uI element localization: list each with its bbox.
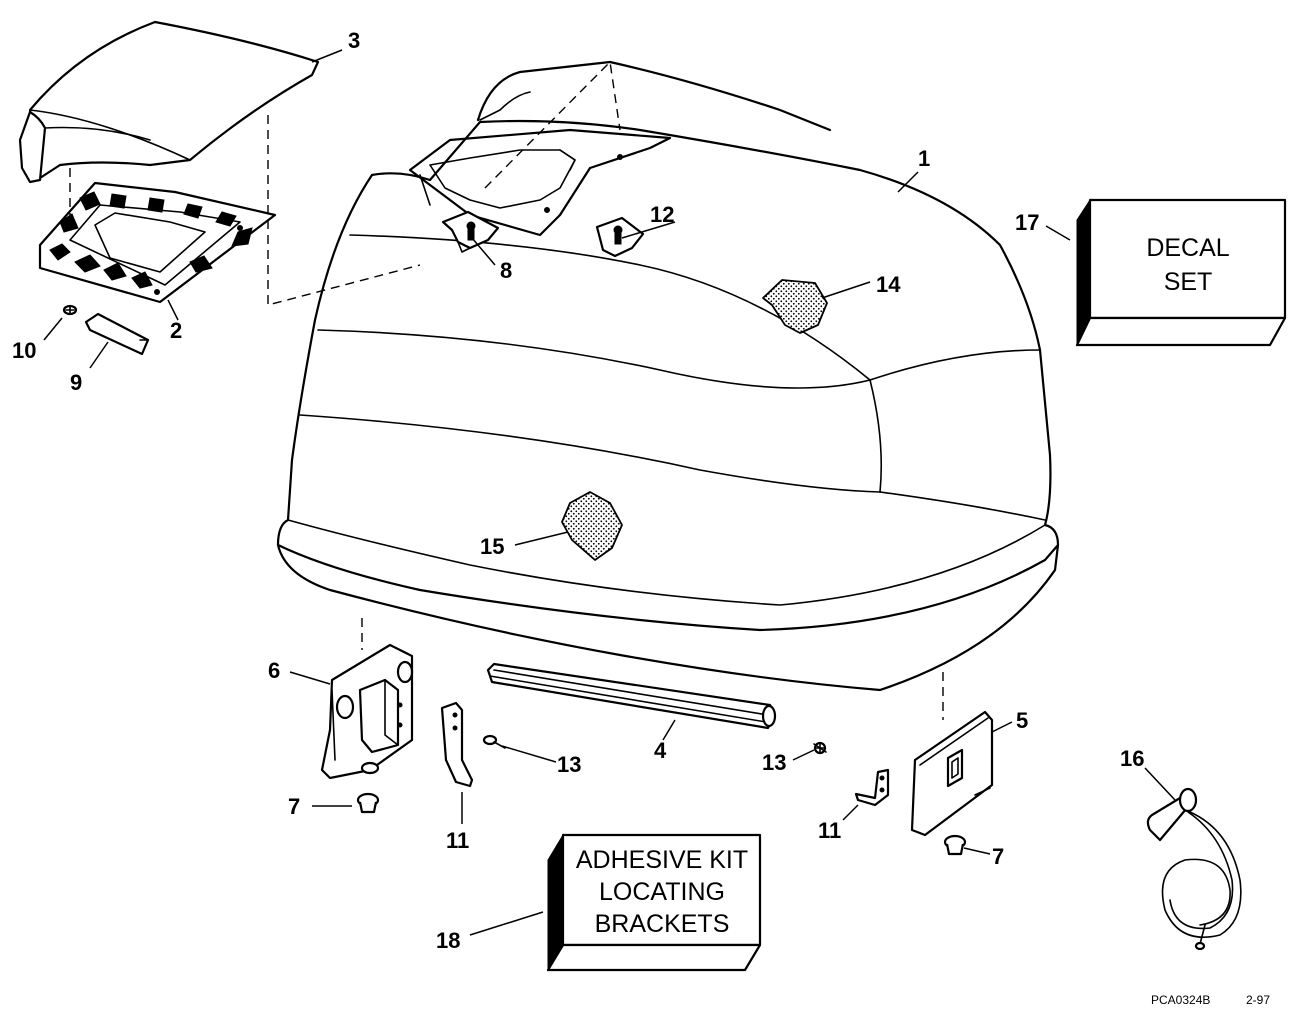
callout-4: 4 bbox=[654, 738, 667, 763]
bumper-9 bbox=[84, 312, 150, 356]
screw-10 bbox=[62, 304, 78, 316]
alignment-lines bbox=[69, 60, 944, 720]
callout-2: 2 bbox=[170, 318, 182, 343]
decal-label-line2: SET bbox=[1164, 268, 1213, 296]
bracket-11-right bbox=[854, 768, 890, 807]
screw-13-left bbox=[482, 734, 506, 749]
engine-cover bbox=[276, 60, 1060, 692]
callout-7-right: 7 bbox=[992, 844, 1004, 869]
cover-top-opening bbox=[408, 128, 672, 237]
adhesive-label-line2: LOCATING bbox=[599, 878, 725, 906]
callout-13-right: 13 bbox=[762, 750, 786, 775]
clip-12 bbox=[595, 216, 645, 258]
callout-8: 8 bbox=[500, 258, 512, 283]
adhesive-label-line3: BRACKETS bbox=[595, 910, 730, 938]
decal-label-line1: DECAL bbox=[1146, 234, 1229, 262]
callout-18: 18 bbox=[436, 928, 460, 953]
cable-16 bbox=[1146, 787, 1242, 951]
clip-8 bbox=[441, 210, 500, 253]
drawing-code: PCA0324B bbox=[1151, 993, 1210, 1007]
callout-7-left: 7 bbox=[288, 794, 300, 819]
callout-13-left: 13 bbox=[557, 752, 581, 777]
seal-15 bbox=[561, 491, 623, 561]
bracket-11-left bbox=[440, 701, 474, 788]
decal-set-box: DECAL SET bbox=[1075, 198, 1287, 347]
callout-numbers: 1 3 2 10 9 17 8 12 14 15 6 7 11 13 4 13 … bbox=[12, 28, 1144, 953]
callout-14: 14 bbox=[876, 272, 901, 297]
grommet-7-left bbox=[356, 792, 380, 814]
screw-13-right bbox=[813, 741, 827, 755]
callout-1: 1 bbox=[918, 146, 930, 171]
seal-14 bbox=[762, 279, 828, 334]
bracket-6 bbox=[320, 643, 414, 780]
callout-10: 10 bbox=[12, 338, 36, 363]
date-code: 2-97 bbox=[1246, 993, 1270, 1007]
adhesive-label-line1: ADHESIVE KIT bbox=[576, 846, 748, 874]
callout-6: 6 bbox=[268, 658, 280, 683]
callout-3: 3 bbox=[348, 28, 360, 53]
callout-11-left: 11 bbox=[446, 828, 469, 853]
bracket-5 bbox=[910, 710, 994, 837]
grommet-7-right bbox=[943, 834, 967, 856]
callout-15: 15 bbox=[480, 534, 504, 559]
callout-11-right: 11 bbox=[818, 818, 841, 843]
seal-strip-4 bbox=[486, 662, 777, 730]
callout-12: 12 bbox=[650, 202, 674, 227]
callout-17: 17 bbox=[1015, 210, 1039, 235]
callout-9: 9 bbox=[70, 370, 82, 395]
adhesive-kit-box: ADHESIVE KIT LOCATING BRACKETS bbox=[546, 833, 762, 972]
vent-cover-3 bbox=[18, 20, 320, 184]
leader-lines bbox=[43, 49, 1176, 936]
callout-16: 16 bbox=[1120, 746, 1144, 771]
vent-grille-2 bbox=[38, 181, 277, 304]
callout-5: 5 bbox=[1016, 708, 1028, 733]
